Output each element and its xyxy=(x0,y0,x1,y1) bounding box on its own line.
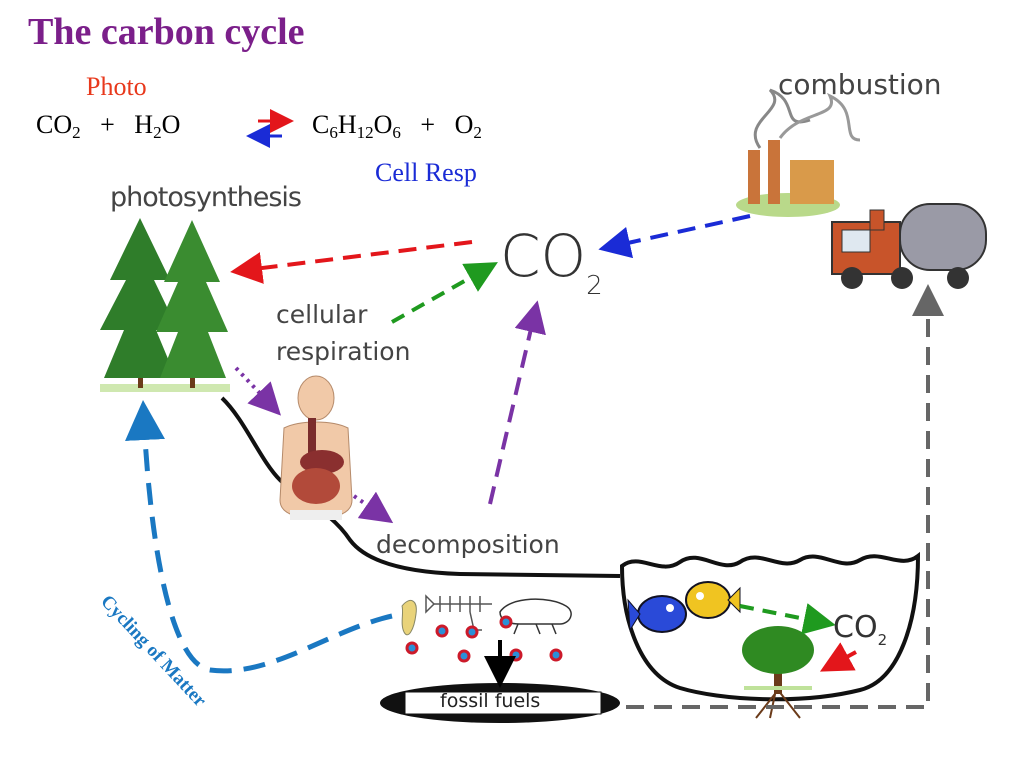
co2-atmosphere-label: CO2 xyxy=(500,222,603,301)
decomposing-remains-icon xyxy=(401,594,572,636)
trees-icon xyxy=(100,218,230,392)
fossil-fuels-box xyxy=(380,683,620,723)
product-glucose: C6H12O6 xyxy=(312,110,401,142)
cycling-of-matter-label: Cycling of Matter xyxy=(96,591,210,711)
plus-sign: + xyxy=(100,110,115,139)
carbon-particles xyxy=(405,615,563,663)
arrow-decomposition-to-co2 xyxy=(488,300,546,505)
product-o2: O2 xyxy=(454,110,482,142)
fossil-fuels-label: fossil fuels xyxy=(440,690,541,712)
respiration-label: respiration xyxy=(276,337,411,366)
arrow-trees-to-body xyxy=(234,366,281,416)
arrow-co2-to-small-tree xyxy=(819,642,857,672)
equation-reactants: CO2 + H2O xyxy=(36,110,180,143)
combustion-label: combustion xyxy=(778,68,942,101)
fish-icon xyxy=(627,581,741,633)
arrow-fossil-fuels-to-truck xyxy=(626,284,944,709)
truck-icon xyxy=(831,203,987,289)
arrow-respiration-to-co2 xyxy=(391,262,498,324)
factory-icon xyxy=(736,88,861,217)
reaction-arrows xyxy=(246,109,294,148)
photo-label: Photo xyxy=(86,72,147,101)
cell-resp-label: Cell Resp xyxy=(375,158,477,187)
arrow-combustion-to-co2 xyxy=(598,214,751,259)
arrow-co2-to-trees xyxy=(230,240,473,284)
arrow-fish-to-co2 xyxy=(739,603,836,635)
ocean-bowl xyxy=(619,551,921,702)
co2-water-label: CO2 xyxy=(833,610,888,649)
human-body-icon xyxy=(279,375,353,520)
decomposition-label: decomposition xyxy=(376,530,560,559)
page-title: The carbon cycle xyxy=(28,11,305,53)
cellular-label: cellular xyxy=(276,300,368,329)
arrow-body-to-decomposition xyxy=(352,491,394,524)
reactant-co2: CO2 xyxy=(36,110,81,142)
photosynthesis-label: photosynthesis xyxy=(110,182,302,213)
plus-sign: + xyxy=(420,110,436,139)
arrow-cycling-of-matter xyxy=(125,400,393,674)
reactant-h2o: H2O xyxy=(134,110,181,142)
small-tree-icon xyxy=(742,626,814,719)
equation-products: C6H12O6 + O2 xyxy=(312,110,482,143)
